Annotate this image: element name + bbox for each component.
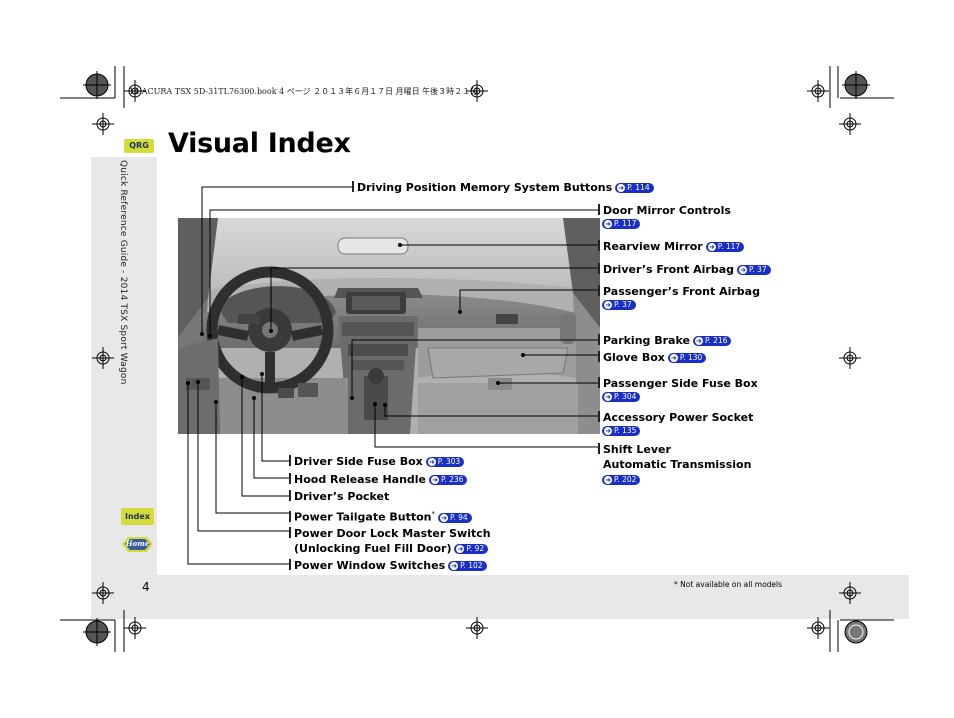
- qrg-tab[interactable]: QRG: [124, 139, 154, 153]
- label-text: Driver’s Pocket: [294, 490, 390, 503]
- label-drivers-front-airbag: Driver’s Front Airbag➜P. 37: [598, 263, 771, 276]
- label-hood-release-handle: Hood Release Handle➜P. 236: [289, 473, 468, 486]
- label-text: Passenger Side Fuse Box: [603, 377, 758, 390]
- arrow-icon: ➜: [604, 427, 612, 435]
- arrow-icon: ➜: [669, 354, 678, 362]
- label-door-mirror-controls: Door Mirror Controls ➜P. 117: [598, 204, 731, 230]
- arrow-icon: ➜: [440, 513, 449, 522]
- page-link[interactable]: ➜P. 303: [425, 457, 465, 467]
- label-driving-position-memory: Driving Position Memory System Buttons➜P…: [352, 181, 654, 194]
- arrow-icon: ➜: [427, 458, 436, 466]
- home-tab[interactable]: Home: [121, 536, 154, 553]
- label-text: Parking Brake: [603, 334, 690, 347]
- label-text: Accessory Power Socket: [603, 411, 754, 424]
- arrow-icon: ➜: [707, 243, 716, 251]
- arrow-icon: ➜: [617, 184, 626, 192]
- sidebar-vertical-title: Quick Reference Guide - 2014 TSX Sport W…: [118, 160, 128, 385]
- dashboard-photo: [178, 218, 600, 434]
- home-tab-label: Home: [125, 539, 150, 548]
- page-link[interactable]: ➜P. 37: [602, 300, 636, 310]
- arrow-icon: ➜: [604, 393, 612, 401]
- label-text: Power Door Lock Master Switch: [294, 527, 491, 540]
- footer-band: [91, 575, 909, 619]
- arrow-icon: ➜: [739, 266, 747, 274]
- page-link[interactable]: ➜P. 216: [692, 336, 732, 346]
- page-number: 4: [142, 580, 150, 594]
- label-text: Glove Box: [603, 351, 665, 364]
- label-text: Rearview Mirror: [603, 240, 703, 253]
- label-text: Driving Position Memory System Buttons: [357, 181, 613, 194]
- page-link[interactable]: ➜P. 202: [602, 475, 641, 485]
- page-link[interactable]: ➜P. 102: [448, 561, 487, 571]
- label-shift-lever: Shift Lever Automatic Transmission ➜P. 2…: [598, 442, 751, 487]
- arrow-icon: ➜: [694, 337, 703, 345]
- label-text: Power Tailgate Button: [294, 510, 432, 524]
- page-link[interactable]: ➜P. 304: [602, 392, 641, 402]
- arrow-icon: ➜: [456, 545, 465, 553]
- page-link[interactable]: ➜P. 236: [429, 475, 468, 485]
- label-power-door-lock-master-switch: Power Door Lock Master Switch (Unlocking…: [289, 526, 491, 556]
- label-glove-box: Glove Box➜P. 130: [598, 351, 707, 364]
- qrg-tab-label: QRG: [129, 141, 149, 150]
- index-tab-label: Index: [125, 512, 150, 521]
- page-link[interactable]: ➜P. 117: [602, 219, 641, 229]
- footnote: * Not available on all models: [674, 580, 783, 589]
- arrow-icon: ➜: [604, 476, 612, 484]
- page-link[interactable]: ➜P. 92: [454, 544, 489, 554]
- page-link[interactable]: ➜P. 114: [615, 183, 654, 193]
- label-text: Driver’s Front Airbag: [603, 263, 734, 276]
- page-link[interactable]: ➜P. 37: [737, 265, 771, 275]
- label-accessory-power-socket: Accessory Power Socket ➜P. 135: [598, 411, 753, 437]
- label-parking-brake: Parking Brake➜P. 216: [598, 334, 732, 347]
- label-text: Hood Release Handle: [294, 473, 427, 486]
- label-text: Driver Side Fuse Box: [294, 455, 423, 468]
- label-text: Door Mirror Controls: [603, 204, 731, 217]
- arrow-icon: ➜: [431, 476, 440, 484]
- label-passenger-side-fuse-box: Passenger Side Fuse Box ➜P. 304: [598, 377, 758, 403]
- page-link[interactable]: ➜P. 94: [438, 512, 472, 523]
- label-passengers-front-airbag: Passenger’s Front Airbag ➜P. 37: [598, 285, 760, 311]
- label-power-tailgate-button: Power Tailgate Button*➜P. 94: [289, 508, 472, 524]
- label-driver-side-fuse-box: Driver Side Fuse Box➜P. 303: [289, 455, 465, 468]
- label-power-window-switches: Power Window Switches➜P. 102: [289, 559, 487, 572]
- home-tab-shape: [122, 537, 153, 552]
- page-link[interactable]: ➜P. 135: [602, 426, 641, 436]
- asterisk: *: [431, 510, 436, 518]
- label-subtext: (Unlocking Fuel Fill Door): [294, 542, 452, 555]
- index-tab[interactable]: Index: [121, 508, 154, 525]
- arrow-icon: ➜: [604, 220, 612, 228]
- page-title: Visual Index: [168, 128, 351, 159]
- print-header: 14 ACURA TSX 5D-31TL76300.book 4 ページ ２０１…: [129, 87, 479, 96]
- label-text: Passenger’s Front Airbag: [603, 285, 760, 298]
- label-rearview-mirror: Rearview Mirror➜P. 117: [598, 240, 745, 253]
- arrow-icon: ➜: [450, 562, 459, 570]
- page-link[interactable]: ➜P. 117: [705, 242, 745, 252]
- label-text: Shift Lever: [603, 443, 671, 456]
- arrow-icon: ➜: [604, 301, 612, 309]
- label-text: Power Window Switches: [294, 559, 446, 572]
- label-subtext: Automatic Transmission: [603, 458, 752, 471]
- page-link[interactable]: ➜P. 130: [667, 353, 707, 363]
- label-drivers-pocket: Driver’s Pocket: [289, 490, 389, 503]
